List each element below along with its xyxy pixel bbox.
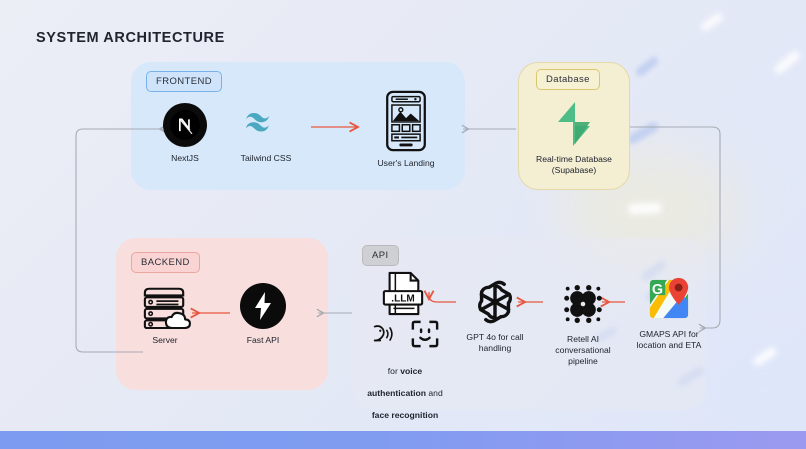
badge-backend: BACKEND (131, 252, 200, 273)
node-fastapi[interactable]: Fast API (228, 283, 298, 346)
badge-database: Database (536, 69, 600, 90)
voice-recognition-icon (371, 321, 397, 347)
bio-text-3: authentication (367, 388, 426, 398)
bottom-accent-bar (0, 431, 806, 449)
node-label: GPT 4o for call handling (466, 332, 524, 353)
node-gmaps-api[interactable]: G GMAPS API for location and ETA (628, 275, 710, 351)
node-label: GMAPS API for location and ETA (636, 329, 702, 350)
bio-text-4: and (426, 388, 443, 398)
node-label: Retell AI conversational pipeline (555, 334, 611, 366)
node-gpt4o[interactable]: GPT 4o for call handling (458, 278, 532, 354)
google-maps-icon: G (644, 275, 694, 323)
decorative-streak (633, 54, 661, 79)
node-server[interactable]: Server (130, 283, 200, 346)
badge-api: API (362, 245, 399, 266)
node-label: Server (152, 335, 178, 345)
bio-text-1: for (387, 366, 401, 376)
node-users-landing[interactable]: User's Landing (368, 90, 444, 169)
decorative-streak (627, 202, 663, 215)
node-label: Real-time Database (Supabase) (536, 154, 612, 175)
decorative-streak (699, 11, 725, 33)
decorative-streak (772, 49, 802, 76)
retell-ai-logo-icon (560, 280, 606, 328)
node-nextjs[interactable]: NextJS (156, 103, 214, 164)
badge-frontend: FRONTEND (146, 71, 222, 92)
node-label: for voice authentication and face recogn… (367, 355, 442, 421)
llm-file-label: .LLM (391, 294, 414, 305)
node-label: Fast API (246, 335, 280, 345)
openai-logo-icon (472, 278, 518, 326)
node-supabase[interactable]: Real-time Database (Supabase) (524, 100, 624, 176)
nextjs-logo-icon (163, 103, 207, 147)
node-biometrics[interactable]: for voice authentication and face recogn… (356, 320, 454, 421)
page-title: SYSTEM ARCHITECTURE (36, 30, 225, 46)
node-retell-ai[interactable]: Retell AI conversational pipeline (546, 280, 620, 367)
tailwind-logo-icon (241, 103, 291, 147)
server-cloud-icon (136, 283, 194, 329)
decorative-streak (751, 345, 779, 368)
supabase-logo-icon (555, 100, 593, 148)
decorative-streak (625, 120, 661, 146)
llm-file-icon: .LLM (381, 270, 425, 318)
bio-text-5: face recognition (371, 410, 439, 420)
node-label: User's Landing (377, 158, 435, 168)
node-tailwind[interactable]: Tailwind CSS (228, 103, 304, 164)
face-recognition-icon (411, 320, 439, 348)
bio-text-2: voice (400, 366, 423, 376)
mobile-landing-page-icon (385, 90, 427, 152)
node-label: NextJS (171, 153, 199, 163)
node-label: Tailwind CSS (240, 153, 292, 163)
fastapi-bolt-icon (240, 283, 286, 329)
node-llm-file[interactable]: .LLM (372, 270, 434, 318)
svg-text:G: G (652, 282, 663, 298)
